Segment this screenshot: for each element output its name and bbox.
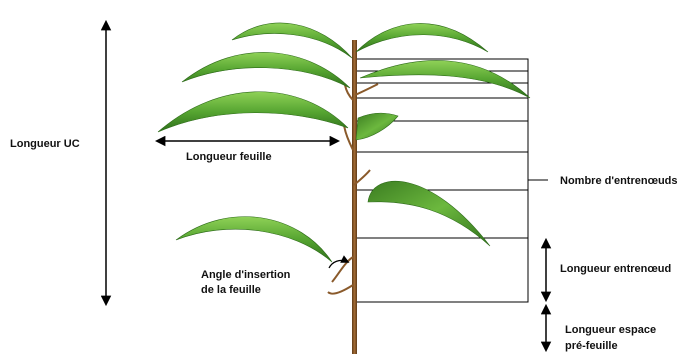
petiole-upper-right (355, 84, 378, 95)
label-insertion-angle-1: Angle d'insertion (201, 269, 291, 281)
main-stem (352, 40, 357, 354)
label-uc-length: Longueur UC (10, 138, 80, 150)
leaf-mid-right (368, 181, 490, 246)
label-leaf-length: Longueur feuille (186, 151, 272, 163)
leaf-small-bud (356, 113, 398, 140)
leaf-upper-right (360, 60, 530, 98)
label-insertion-angle-2: de la feuille (201, 284, 261, 296)
internode-frame (356, 59, 528, 302)
label-internode-count: Nombre d'entrenœuds (560, 175, 678, 187)
label-internode-length: Longueur entrenœud (560, 263, 671, 275)
leaf-lower-left (176, 217, 332, 262)
leaf-top-right (356, 23, 488, 52)
leaf-upper-left (182, 52, 350, 88)
petiole-angle (328, 285, 353, 294)
internode-guides (356, 59, 528, 302)
leaf-long-left (158, 92, 348, 132)
label-prefeuille-2: pré-feuille (565, 340, 618, 352)
label-prefeuille-1: Longueur espace (565, 324, 656, 336)
petiole-mid-left (344, 125, 353, 150)
